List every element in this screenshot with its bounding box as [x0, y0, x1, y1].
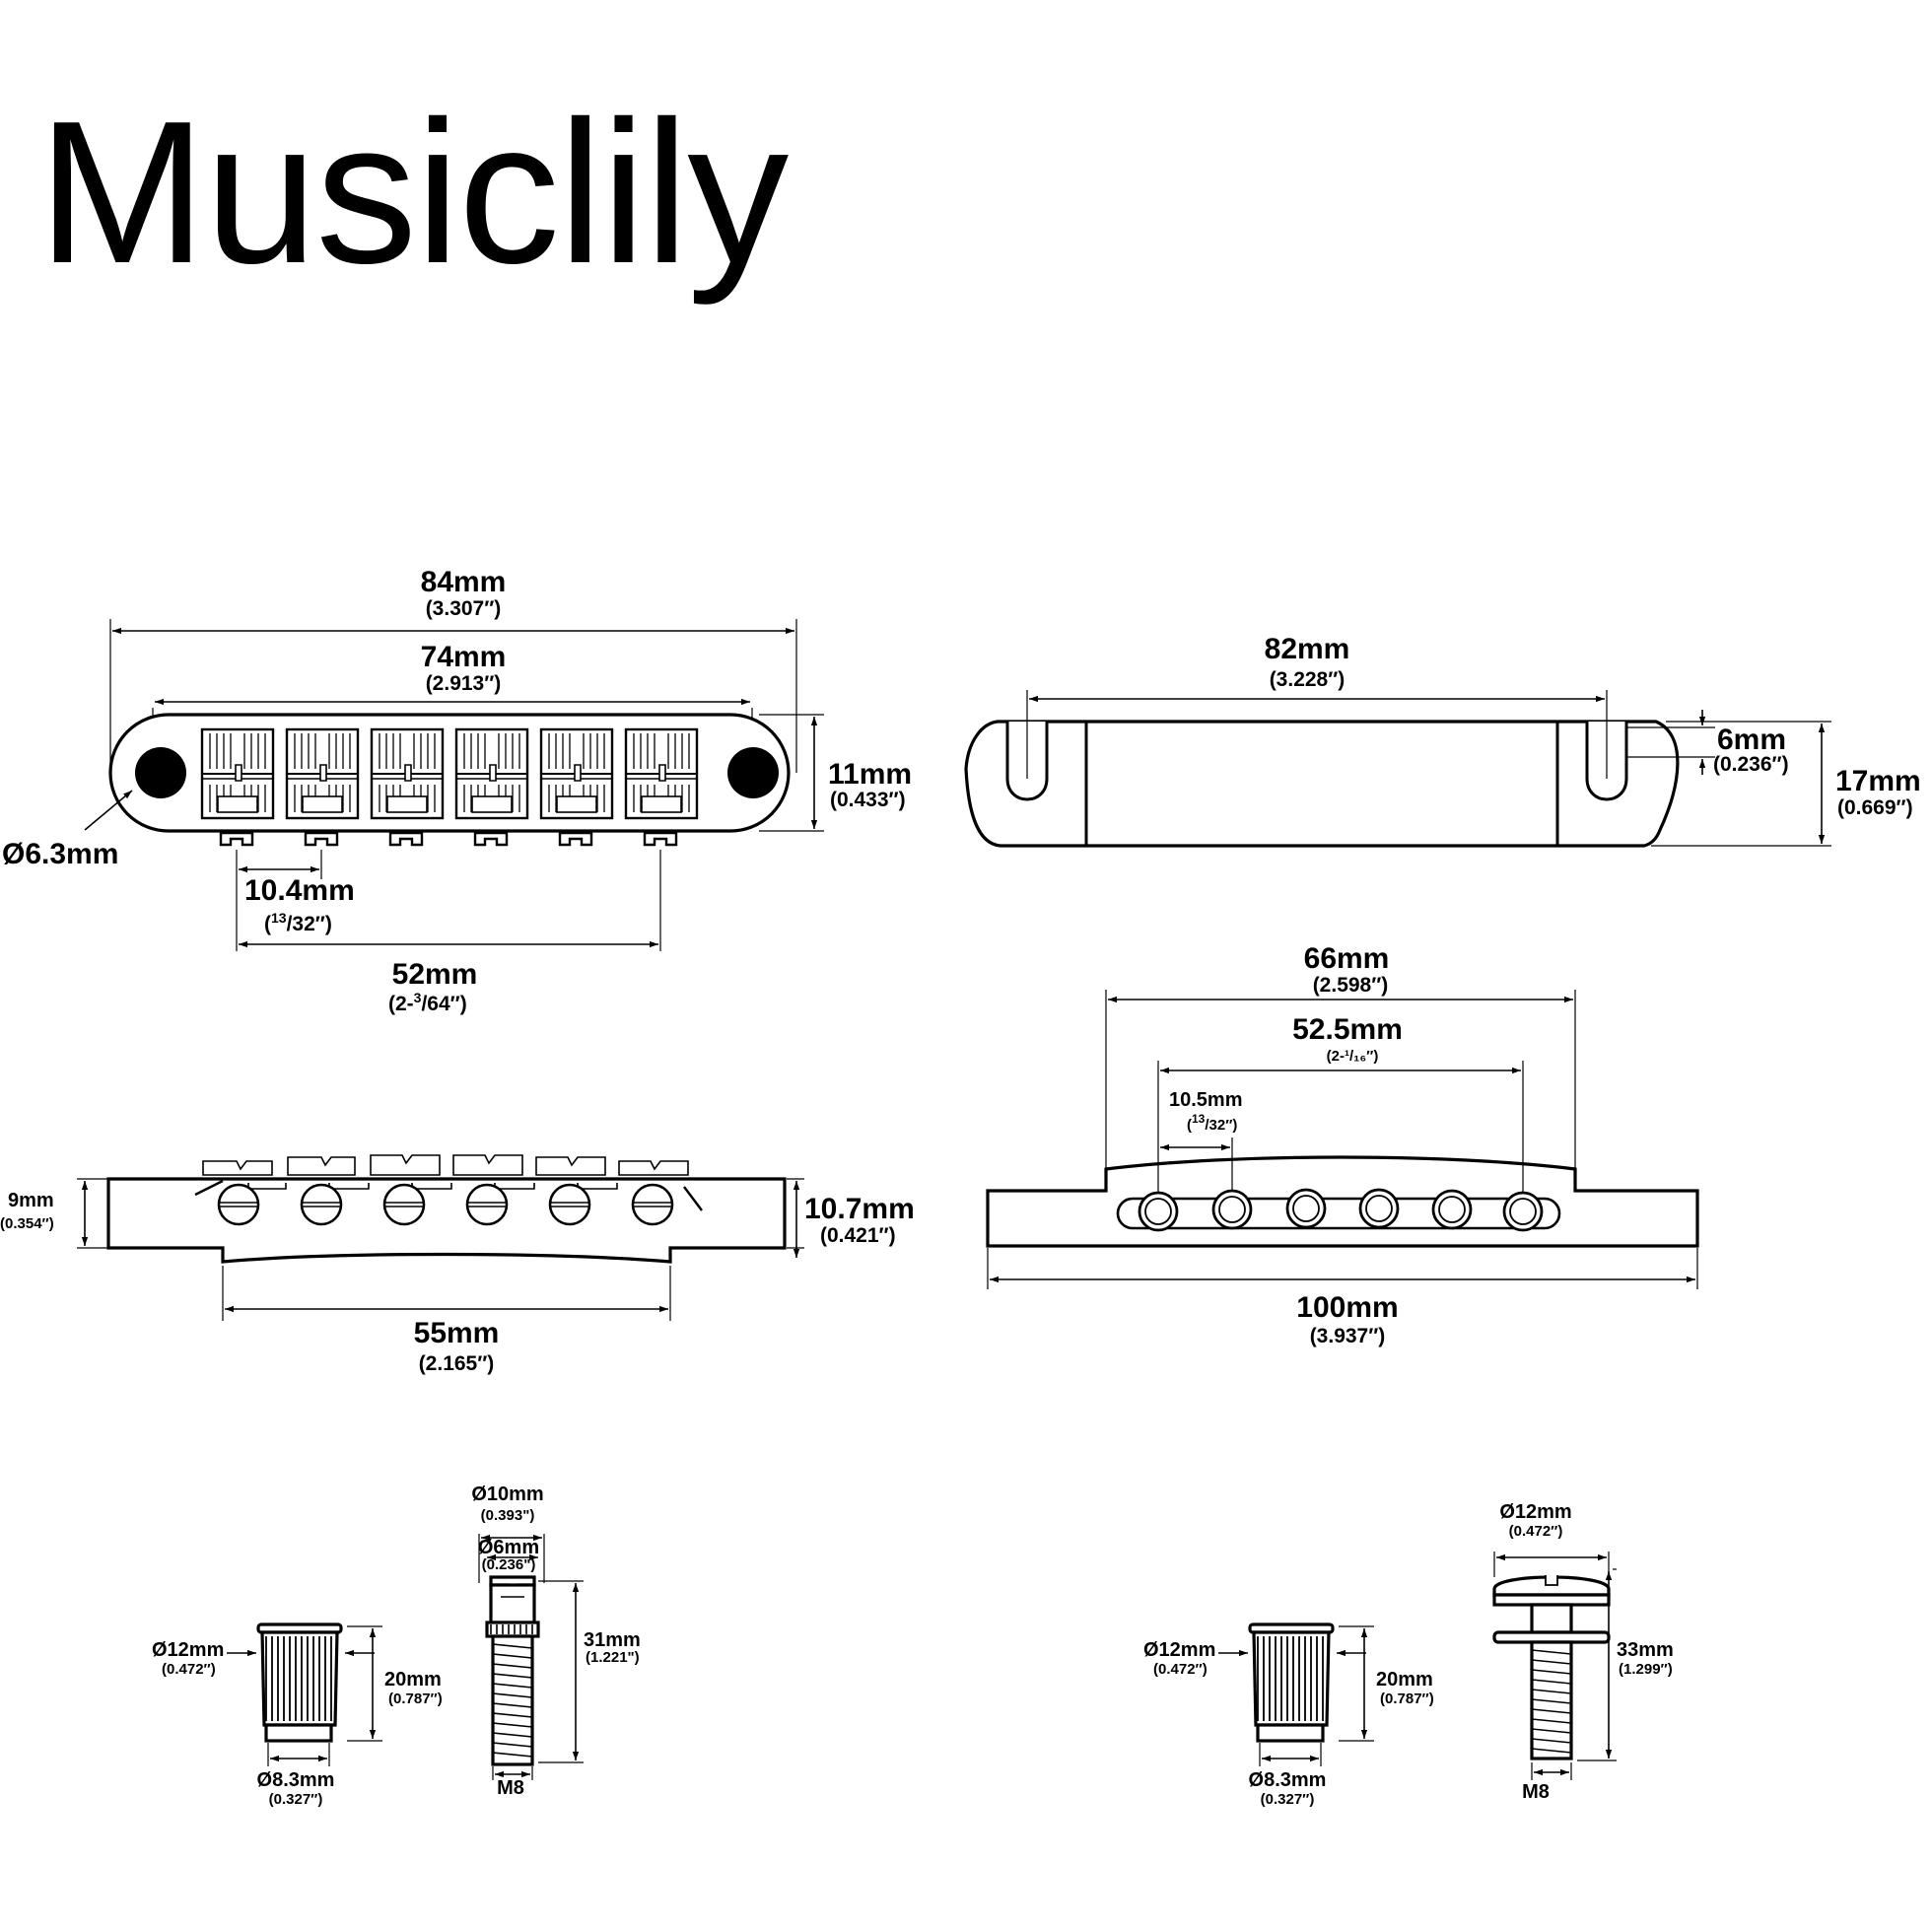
- saddle-screw: [465, 1183, 509, 1226]
- dim-tail-top-length: 66mm: [1304, 942, 1390, 975]
- dim-end-height-inch: (0.354″): [0, 1215, 54, 1232]
- dim-anchor-shank: Ø8.3mm: [1249, 1769, 1327, 1791]
- dim-height-inch: (0.433″): [830, 789, 906, 811]
- intonation-screw: [304, 831, 339, 847]
- saddle-screw: [300, 1183, 343, 1226]
- mount-hole-left: [135, 747, 186, 798]
- slotted-stud: [1492, 1575, 1611, 1760]
- dim-stud-head-inch: (0.393"): [481, 1507, 535, 1524]
- saddle-screw: [548, 1183, 591, 1226]
- dim-hole-spacing-inch: (13/32″): [1187, 1112, 1237, 1134]
- dim-slot-width: 6mm: [1717, 724, 1786, 756]
- dim-stud-head: Ø12mm: [1499, 1501, 1571, 1523]
- dim-anchor-diameter: Ø12mm: [152, 1639, 224, 1661]
- dim-string-span-inch: (2-3/64″): [388, 990, 467, 1015]
- anchor-bushing: [256, 1622, 343, 1743]
- saddle-screw: [382, 1183, 426, 1226]
- mount-hole-right: [727, 747, 779, 798]
- intonation-screw: [643, 831, 678, 847]
- dim-stud-head-inch: (0.472″): [1509, 1523, 1563, 1540]
- dim-inner-length: 74mm: [421, 641, 507, 673]
- string-hole: [1211, 1189, 1253, 1230]
- string-hole: [1285, 1188, 1327, 1229]
- thumbwheel-stud: [485, 1575, 540, 1766]
- saddle-screw: [631, 1183, 674, 1226]
- dim-stud-length: 31mm: [584, 1629, 641, 1651]
- dim-tailpiece-length: 82mm: [1265, 633, 1350, 665]
- string-hole: [1138, 1191, 1179, 1232]
- string-hole: [1502, 1191, 1544, 1232]
- dim-anchor-diameter-inch: (0.472″): [162, 1661, 216, 1678]
- dim-anchor-diameter-inch: (0.472″): [1153, 1661, 1208, 1678]
- saddle: [539, 727, 614, 820]
- dim-anchor-shank-inch: (0.327″): [269, 1791, 323, 1808]
- tailpiece-top-view: 82mm (3.228″) 6mm (0.236″) 17mm (0.669″): [964, 633, 1921, 848]
- dim-stud-neck-inch: (0.236"): [482, 1556, 536, 1573]
- dim-string-span: 52mm: [392, 958, 478, 991]
- dim-tailpiece-depth-inch: (0.669″): [1837, 796, 1913, 819]
- dim-side-height-inch: (0.421″): [820, 1224, 896, 1247]
- dim-stud-length-inch: (1.299″): [1619, 1661, 1673, 1678]
- dim-hole-diameter: Ø6.3mm: [2, 838, 118, 870]
- intonation-screw: [558, 831, 593, 847]
- dim-stud-head: Ø10mm: [471, 1484, 543, 1505]
- dim-anchor-length-inch: (0.787″): [1380, 1690, 1434, 1707]
- anchor-bushing: [1248, 1622, 1335, 1743]
- dim-height: 11mm: [828, 758, 912, 791]
- saddle: [624, 727, 699, 820]
- saddle: [370, 727, 445, 820]
- string-hole: [1431, 1189, 1473, 1230]
- dim-stud-length-inch: (1.221"): [586, 1649, 640, 1666]
- bridge-side-view: 9mm (0.354″) 10.7mm (0.421″) 55mm (2.165…: [0, 1154, 915, 1375]
- tailpiece-side-view: 66mm (2.598″) 52.5mm (2-¹/₁₆″) 10.5mm (1…: [986, 942, 1699, 1347]
- dim-anchor-shank: Ø8.3mm: [257, 1769, 335, 1791]
- dim-tailpiece-depth: 17mm: [1835, 765, 1921, 797]
- dim-stud-neck: Ø6mm: [478, 1537, 539, 1558]
- dim-tailpiece-length-inch: (3.228″): [1270, 668, 1346, 691]
- dim-stud-thread: M8: [497, 1777, 524, 1799]
- dim-overall-length-inch: (3.307″): [426, 597, 502, 620]
- intonation-screw: [473, 831, 509, 847]
- dim-inner-length-inch: (2.913″): [426, 672, 502, 695]
- dim-anchor-shank-inch: (0.327″): [1261, 1791, 1315, 1808]
- saddle: [454, 727, 529, 820]
- dim-saddle-spacing-inch: (13/32″): [264, 910, 332, 935]
- saddle: [200, 727, 275, 820]
- dim-base-length: 55mm: [414, 1317, 500, 1349]
- dim-hole-span-inch: (2-¹/₁₆″): [1327, 1048, 1379, 1065]
- dim-side-height: 10.7mm: [804, 1193, 915, 1225]
- dim-tail-overall-length-inch: (3.937″): [1310, 1325, 1386, 1347]
- brand-logo: Musiclily: [37, 79, 789, 306]
- dim-hole-spacing: 10.5mm: [1169, 1089, 1243, 1111]
- dim-base-length-inch: (2.165″): [419, 1352, 495, 1375]
- dim-tail-overall-length: 100mm: [1296, 1291, 1398, 1324]
- dim-slot-width-inch: (0.236″): [1713, 753, 1789, 776]
- dim-stud-length: 33mm: [1617, 1639, 1674, 1661]
- dim-anchor-diameter: Ø12mm: [1143, 1639, 1215, 1661]
- dim-hole-span: 52.5mm: [1292, 1013, 1403, 1046]
- dim-anchor-length-inch: (0.787″): [388, 1690, 443, 1707]
- dim-end-height: 9mm: [8, 1190, 54, 1211]
- dim-tail-top-length-inch: (2.598″): [1313, 974, 1389, 997]
- dim-saddle-spacing: 10.4mm: [244, 874, 355, 907]
- dim-anchor-length: 20mm: [1376, 1669, 1433, 1690]
- intonation-screw: [219, 831, 254, 847]
- dim-anchor-length: 20mm: [384, 1669, 442, 1690]
- string-hole: [1358, 1188, 1400, 1229]
- bridge-top-view: 84mm (3.307″) 74mm (2.913″) 11mm (0.433″…: [2, 566, 912, 1015]
- intonation-screw: [388, 831, 424, 847]
- dim-overall-length: 84mm: [421, 566, 507, 598]
- hardware-set-left: Ø12mm (0.472″) 20mm (0.787″) Ø8.3mm (0.3…: [152, 1484, 641, 1808]
- dim-stud-thread: M8: [1522, 1781, 1550, 1803]
- saddle: [285, 727, 360, 820]
- saddle-screw: [217, 1183, 260, 1226]
- hardware-set-right: Ø12mm (0.472″) 20mm (0.787″) Ø8.3mm (0.3…: [1143, 1501, 1674, 1808]
